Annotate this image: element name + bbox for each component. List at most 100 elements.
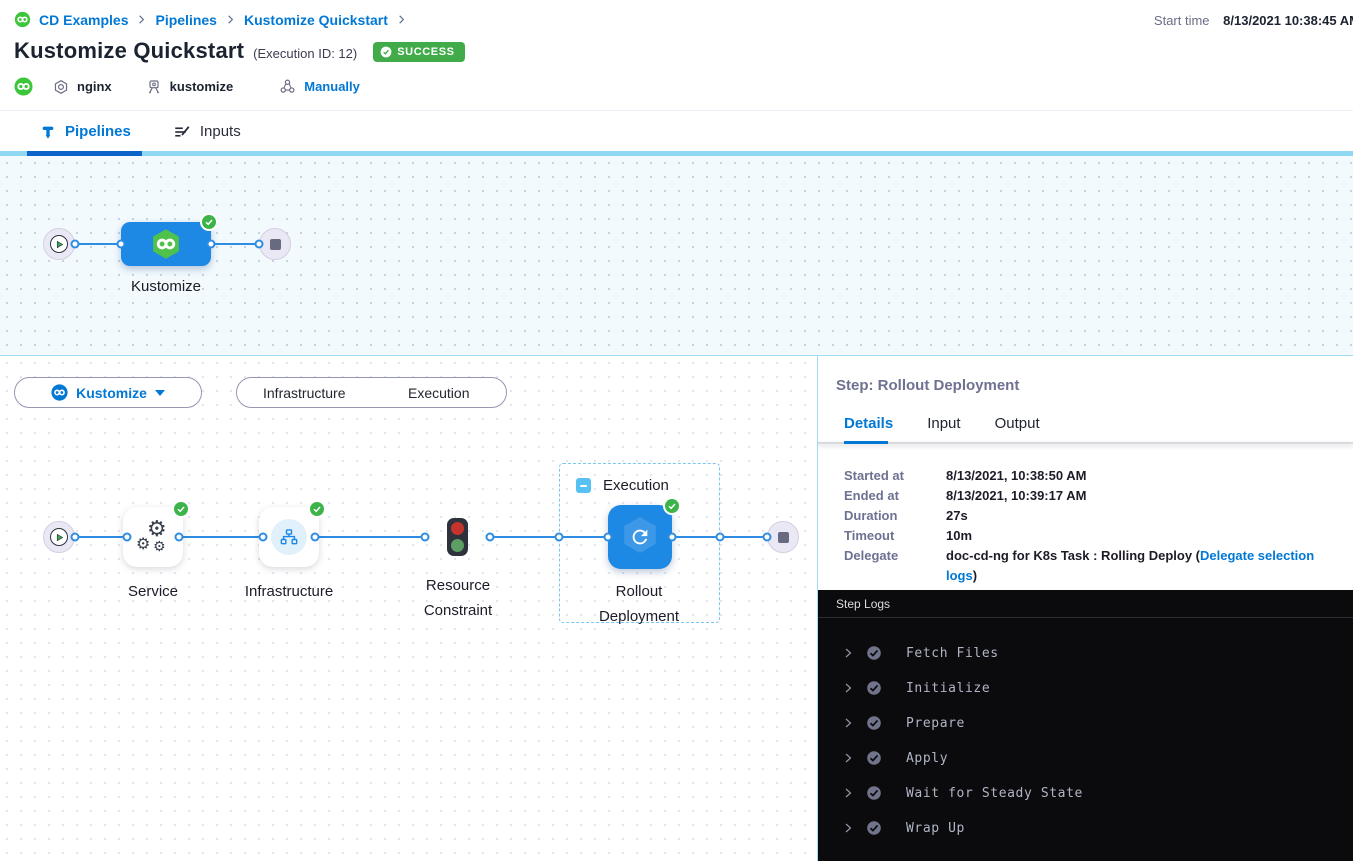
connector-line <box>211 243 259 245</box>
connector-dot <box>70 239 80 249</box>
connector-dot <box>715 532 725 542</box>
connector-dot <box>70 532 80 542</box>
execution-start-node[interactable] <box>43 521 75 553</box>
connector-line <box>490 536 608 538</box>
log-section-fetch-files[interactable]: Fetch Files <box>818 643 1353 663</box>
check-circle-icon <box>866 715 882 731</box>
step-panel-tabs: Details Input Output <box>844 415 1040 432</box>
node-label-service: Service <box>127 583 179 600</box>
service-tag: nginx <box>53 79 112 95</box>
step-details: Started at 8/13/2021, 10:38:50 AM Ended … <box>844 466 1339 586</box>
step-panel-title: Step: Rollout Deployment <box>836 377 1020 394</box>
chevron-right-icon[interactable] <box>842 682 856 694</box>
play-icon <box>50 235 68 253</box>
stage-node-kustomize[interactable] <box>121 213 218 266</box>
detail-label: Ended at <box>844 488 899 503</box>
check-circle-icon <box>866 750 882 766</box>
stage-graph-canvas[interactable]: Kustomize <box>0 156 1353 356</box>
connector-line <box>315 536 425 538</box>
collapse-group-icon[interactable] <box>576 478 591 493</box>
start-time: Start time 8/13/2021 10:38:45 AM <box>1154 13 1353 28</box>
connector-dot <box>485 532 495 542</box>
stage-selector-dropdown[interactable]: Kustomize <box>14 377 202 408</box>
start-time-label: Start time <box>1153 13 1210 28</box>
stage-end-node[interactable] <box>259 228 291 260</box>
success-check-icon <box>308 500 326 518</box>
detail-label: Delegate <box>844 548 899 563</box>
log-section-wait-for-steady-state[interactable]: Wait for Steady State <box>818 783 1353 803</box>
harness-pipeline-icon <box>51 384 68 401</box>
chevron-right-icon <box>136 14 147 25</box>
page-title: Kustomize Quickstart <box>14 38 245 63</box>
pipelines-icon <box>40 124 56 140</box>
active-tab-underline <box>27 151 142 156</box>
connector-line <box>179 536 263 538</box>
detail-value: 8/13/2021, 10:39:17 AM <box>946 488 1087 503</box>
tab-inputs-label: Inputs <box>199 123 241 140</box>
success-check-icon <box>200 213 218 231</box>
log-section-initialize[interactable]: Initialize <box>818 678 1353 698</box>
step-node-rollout-deployment[interactable] <box>608 497 681 569</box>
log-section-label: Apply <box>906 750 949 766</box>
trigger-icon <box>279 78 296 95</box>
toggle-infrastructure[interactable]: Infrastructure <box>263 384 346 401</box>
breadcrumb-cd-examples[interactable]: CD Examples <box>39 11 129 28</box>
start-time-value: 8/13/2021 10:38:45 AM <box>1223 13 1353 28</box>
check-circle-icon <box>866 820 882 836</box>
step-node-service[interactable]: ⚙⚙⚙ <box>123 500 190 567</box>
harness-logo-icon <box>14 11 31 28</box>
panel-divider <box>818 442 1353 444</box>
log-section-apply[interactable]: Apply <box>818 748 1353 768</box>
connector-dot <box>762 532 772 542</box>
execution-graph-canvas[interactable]: Kustomize Infrastructure Execution Execu… <box>0 356 817 861</box>
stage-node-label: Kustomize <box>130 278 202 295</box>
tab-details[interactable]: Details <box>844 415 894 432</box>
detail-value: 8/13/2021, 10:38:50 AM <box>946 468 1087 483</box>
play-icon <box>50 528 68 546</box>
execution-group-label: Execution <box>603 477 669 494</box>
check-circle-icon <box>866 785 882 801</box>
trigger-tag[interactable]: Manually <box>279 78 360 95</box>
breadcrumb-pipelines[interactable]: Pipelines <box>155 11 217 28</box>
detail-label: Started at <box>844 468 904 483</box>
step-node-infrastructure[interactable] <box>259 500 326 567</box>
toggle-execution[interactable]: Execution <box>408 384 470 401</box>
stage-start-node[interactable] <box>43 228 75 260</box>
log-section-prepare[interactable]: Prepare <box>818 713 1353 733</box>
environment-icon <box>146 79 162 95</box>
log-section-wrap-up[interactable]: Wrap Up <box>818 818 1353 838</box>
log-section-label: Wait for Steady State <box>906 785 1083 801</box>
tab-inputs[interactable]: Inputs <box>173 123 241 141</box>
chevron-right-icon[interactable] <box>842 752 856 764</box>
node-label-infrastructure: Infrastructure <box>244 583 334 600</box>
breadcrumb: CD Examples Pipelines Kustomize Quicksta… <box>14 11 407 28</box>
chevron-right-icon[interactable] <box>842 717 856 729</box>
chevron-right-icon[interactable] <box>842 822 856 834</box>
connector-dot <box>122 532 132 542</box>
tab-underline-strip <box>0 151 1353 156</box>
chevron-right-icon[interactable] <box>842 787 856 799</box>
step-logs-header: Step Logs <box>818 590 1353 618</box>
step-detail-panel: Step: Rollout Deployment Details Input O… <box>817 356 1353 861</box>
tab-output[interactable]: Output <box>994 415 1040 432</box>
traffic-light-green <box>451 539 464 552</box>
delegate-text-suffix: ) <box>972 568 978 583</box>
tab-pipelines[interactable]: Pipelines <box>40 123 131 140</box>
rollout-refresh-icon <box>629 526 651 548</box>
execution-end-node[interactable] <box>767 521 799 553</box>
step-node-resource-constraint[interactable] <box>447 518 468 556</box>
main-tabbar: Pipelines Inputs <box>0 110 1353 156</box>
connector-line <box>75 243 121 245</box>
chevron-right-icon[interactable] <box>842 647 856 659</box>
check-circle-icon <box>380 46 392 58</box>
view-toggle: Infrastructure Execution <box>236 377 507 408</box>
sitemap-icon <box>271 519 307 555</box>
node-label-resource-constraint: Resource Constraint <box>423 577 493 619</box>
step-logs-title: Step Logs <box>836 596 891 611</box>
delegate-selection-logs-link[interactable]: Delegate selection logs <box>946 548 1315 583</box>
tab-input[interactable]: Input <box>927 415 961 432</box>
connector-dot <box>554 532 564 542</box>
status-text: SUCCESS <box>397 46 455 58</box>
node-label-rollout-deployment: Rollout Deployment <box>598 583 680 625</box>
breadcrumb-kustomize-quickstart[interactable]: Kustomize Quickstart <box>243 11 388 28</box>
